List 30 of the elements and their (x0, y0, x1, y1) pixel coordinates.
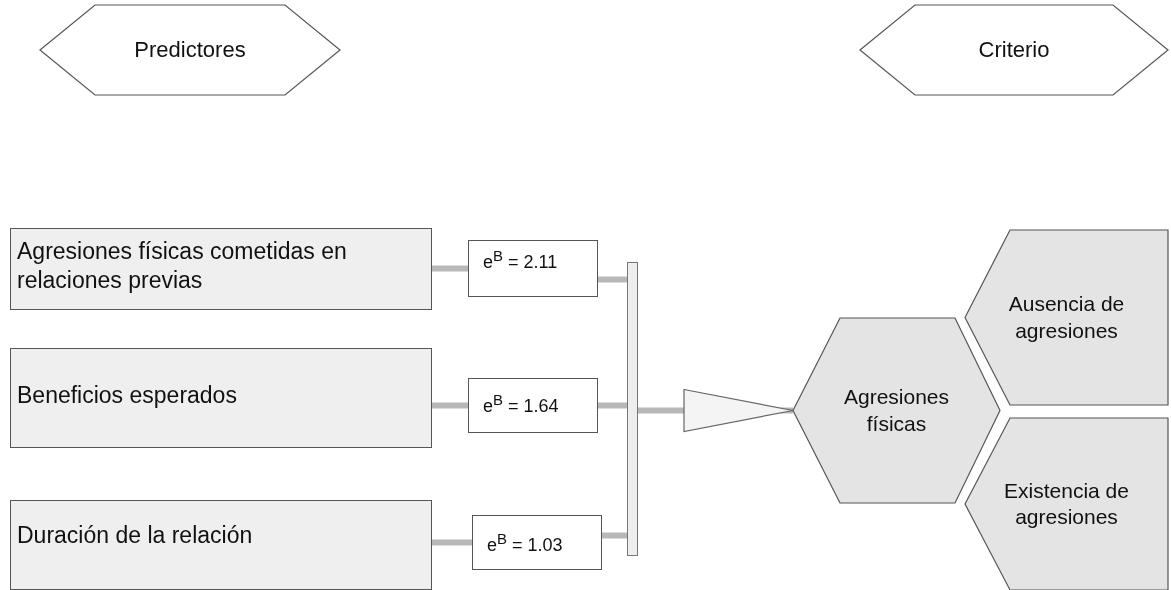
connector-pipe (598, 276, 627, 283)
predictor-box (10, 228, 432, 310)
section-header (40, 5, 340, 95)
category-hexagon (965, 230, 1168, 405)
coefficient-text: e$^{B}$ = 1.03 (487, 530, 563, 557)
node-label: Existencia de agresiones (1003, 477, 1130, 530)
predictor-box (10, 348, 432, 448)
node-label: Criterio (978, 36, 1050, 64)
node-label: Agresiones físicas cometidas en relaciones previas (17, 237, 348, 295)
section-header (860, 5, 1168, 95)
connector-pipe (598, 402, 627, 409)
coefficient-text: e$^{B}$ = 1.64 (483, 391, 559, 418)
category-hexagon (965, 418, 1168, 590)
node-label: Ausencia de agresiones (1007, 291, 1126, 344)
outcome-hexagon (793, 318, 1000, 503)
node-label: Beneficios esperados (17, 381, 237, 410)
connector-pipe (432, 265, 468, 272)
node-label: Duración de la relación (17, 521, 253, 550)
coefficient-text: e$^{B}$ = 2.11 (483, 247, 558, 274)
connector-bar (627, 262, 638, 556)
node-label: Agresiones físicas (842, 384, 951, 437)
coefficient-box (468, 240, 598, 297)
connector-pipe (432, 402, 468, 409)
node-label: Predictores (134, 36, 246, 64)
predictor-box (10, 500, 432, 590)
connector-pipe (602, 532, 627, 539)
coefficient-box (472, 515, 602, 570)
coefficient-box (468, 378, 598, 433)
arrow (638, 388, 794, 433)
connector-pipe (432, 539, 472, 546)
